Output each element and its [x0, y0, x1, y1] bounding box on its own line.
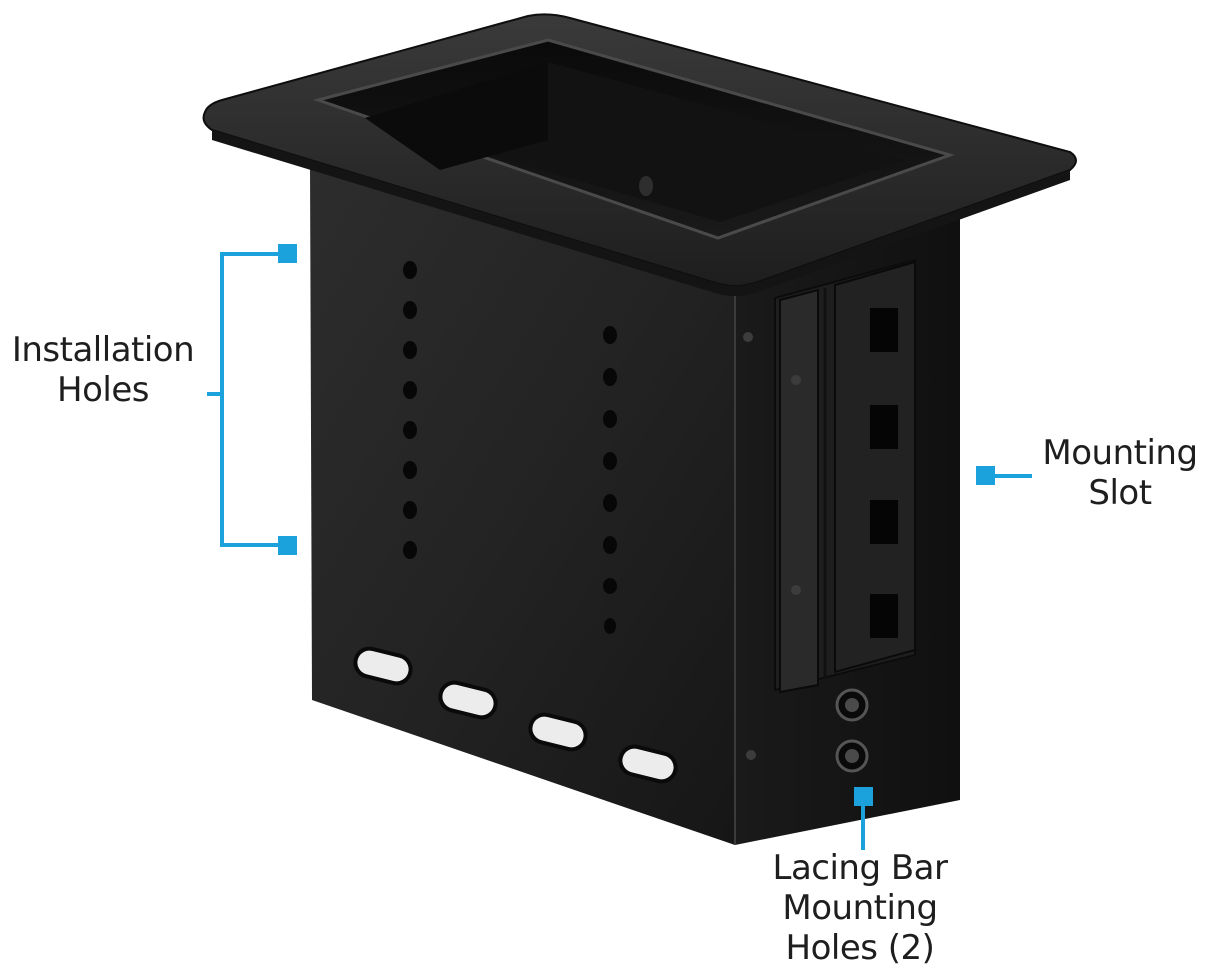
installation-holes-label-line2: Holes — [57, 370, 149, 410]
lacing-bar-label: Lacing Bar Mounting Holes (2) — [745, 848, 975, 968]
lacing-bar-label-line2: Mounting — [782, 888, 938, 928]
enclosure-front-face — [310, 165, 735, 845]
callout-lacing-bar — [854, 787, 873, 850]
installation-holes-label-line1: Installation — [11, 330, 195, 370]
callout-installation-holes — [207, 244, 297, 555]
callout-mounting-slot — [976, 466, 1032, 485]
installation-holes-right — [603, 326, 617, 634]
lacing-bar-mounting-holes — [835, 688, 869, 773]
bottom-cable-slots — [353, 646, 678, 784]
lacing-bar-label-line1: Lacing Bar — [772, 848, 949, 888]
mounting-slot-label: Mounting Slot — [1030, 433, 1209, 513]
mounting-slot-bracket — [743, 258, 916, 760]
mounting-slot-label-line2: Slot — [1088, 473, 1152, 513]
lacing-bar-label-line3: Holes (2) — [785, 928, 935, 968]
installation-holes-left — [403, 261, 417, 559]
installation-holes-label: Installation Holes — [0, 330, 206, 410]
mounting-slot-label-line1: Mounting — [1042, 433, 1198, 473]
